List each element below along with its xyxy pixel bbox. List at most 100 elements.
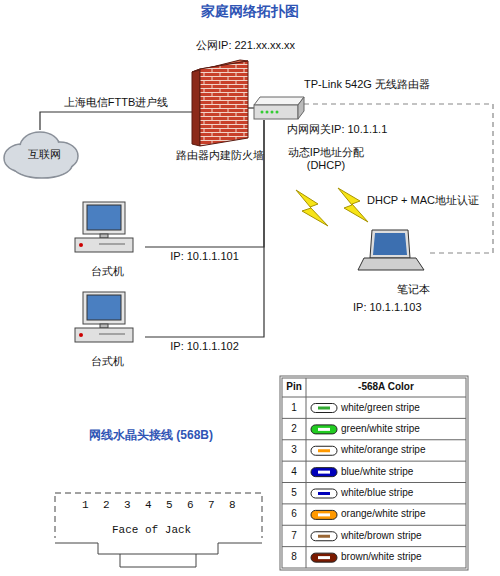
wire-color-sample xyxy=(311,553,337,562)
wire-color-sample xyxy=(311,510,337,519)
pin-table xyxy=(282,546,466,547)
pin-table xyxy=(306,378,307,568)
note-label: 公网IP: 221.xx.xx.xx xyxy=(195,39,296,52)
pin-table xyxy=(280,376,468,570)
node-label: 路由器内建防火墙 xyxy=(176,149,264,162)
jack-outline xyxy=(55,496,56,538)
jack-outline xyxy=(55,493,262,494)
wire-color-sample xyxy=(318,449,330,452)
icon-part xyxy=(100,324,108,328)
table-cell: white/blue stripe xyxy=(341,487,413,499)
pin-number: 2 xyxy=(103,499,110,512)
icon-part xyxy=(75,238,133,252)
icon-part xyxy=(192,69,200,146)
jack-outline xyxy=(55,493,262,567)
cloud-node: 互联网 xyxy=(2,128,86,180)
wire-color-sample xyxy=(318,471,330,474)
node-label: 笔记本 xyxy=(397,283,430,296)
network-cable xyxy=(40,112,192,130)
wire-color-sample xyxy=(318,535,330,538)
node-icon xyxy=(192,60,248,146)
icon-part xyxy=(99,244,125,245)
table-cell: 1 xyxy=(282,402,306,414)
icon-part xyxy=(373,233,407,255)
pin-number: 1 xyxy=(82,499,89,512)
jack-outline xyxy=(55,543,262,554)
wireless-bolt xyxy=(296,188,368,226)
note-label: Face of Jack xyxy=(112,524,191,537)
wire-color-sample xyxy=(318,407,330,410)
table-cell: brown/white stripe xyxy=(341,551,422,563)
wire-color-sample xyxy=(311,489,337,498)
pin-table xyxy=(282,503,466,504)
note-label: 内网网关IP: 10.1.1.1 xyxy=(286,123,388,136)
icon-part xyxy=(83,292,125,324)
table-cell: -568A Color xyxy=(306,381,466,393)
desktop-node: 台式机 xyxy=(69,290,145,368)
table-cell: orange/white stripe xyxy=(341,508,426,520)
node-label: 台式机 xyxy=(69,265,145,278)
router-node: TP-Link 542G 无线路由器 xyxy=(254,96,304,120)
wire-color-sample xyxy=(311,446,337,455)
icon-part xyxy=(276,111,279,114)
icon-part xyxy=(298,97,304,119)
pin-table xyxy=(282,461,466,462)
wire-color-sample xyxy=(311,532,337,541)
wire-color-sample xyxy=(311,404,337,413)
table-cell: 8 xyxy=(282,551,306,563)
laptop-node: 笔记本 xyxy=(358,228,430,296)
icon-part xyxy=(200,61,248,146)
pin-table xyxy=(280,376,468,570)
wire-color-sample xyxy=(311,468,337,477)
network-cable xyxy=(248,107,254,108)
icon-part xyxy=(83,202,125,234)
icon-part xyxy=(75,328,133,342)
firewall-node: 路由器内建防火墙 xyxy=(192,60,248,146)
table-cell: white/brown stripe xyxy=(341,530,422,542)
node-label: TP-Link 542G 无线路由器 xyxy=(304,78,430,91)
table-cell: 6 xyxy=(282,508,306,520)
icon-part xyxy=(87,205,121,230)
table-cell: 4 xyxy=(282,466,306,478)
pin-number: 8 xyxy=(229,499,236,512)
note-label: IP: 10.1.1.103 xyxy=(352,301,423,314)
wire-color-sample xyxy=(318,556,330,559)
edge-label: IP: 10.1.1.101 xyxy=(168,250,241,263)
pin-table xyxy=(282,378,466,568)
note-label: 动态IP地址分配 (DHCP) xyxy=(280,146,372,172)
jack-outline xyxy=(262,496,263,538)
table-cell: white/green stripe xyxy=(341,402,420,414)
icon-part xyxy=(254,105,298,119)
table-cell: blue/white stripe xyxy=(341,466,413,478)
icon-part xyxy=(87,295,121,320)
node-label: 互联网 xyxy=(2,148,86,161)
table-cell: Pin xyxy=(282,381,306,393)
edge-label: IP: 10.1.1.102 xyxy=(168,340,241,353)
diagram-title: 家庭网络拓扑图 xyxy=(0,3,500,20)
pin-table xyxy=(282,418,466,419)
icon-part xyxy=(266,111,269,114)
pin-number: 4 xyxy=(145,499,152,512)
icon-part xyxy=(370,230,410,258)
icon-part xyxy=(79,243,83,247)
node-icon xyxy=(254,96,304,120)
wire-color-sample xyxy=(311,425,337,434)
icon-part xyxy=(261,111,264,114)
network-cable xyxy=(145,120,264,337)
wire-color-sample xyxy=(318,513,330,516)
pin-number: 6 xyxy=(187,499,194,512)
pin-table xyxy=(282,397,466,398)
pin-table xyxy=(282,482,466,483)
table-cell: 7 xyxy=(282,530,306,542)
jack-outline xyxy=(120,554,196,567)
pin-number: 5 xyxy=(166,499,173,512)
icon-part xyxy=(254,97,304,105)
pin-number: 3 xyxy=(124,499,131,512)
icon-part xyxy=(358,258,424,270)
icon-part xyxy=(100,234,108,238)
table-cell: white/orange stripe xyxy=(341,444,426,456)
wireless-bolt xyxy=(296,190,328,226)
icon-part xyxy=(99,334,125,335)
wire-color-sample xyxy=(318,428,330,431)
